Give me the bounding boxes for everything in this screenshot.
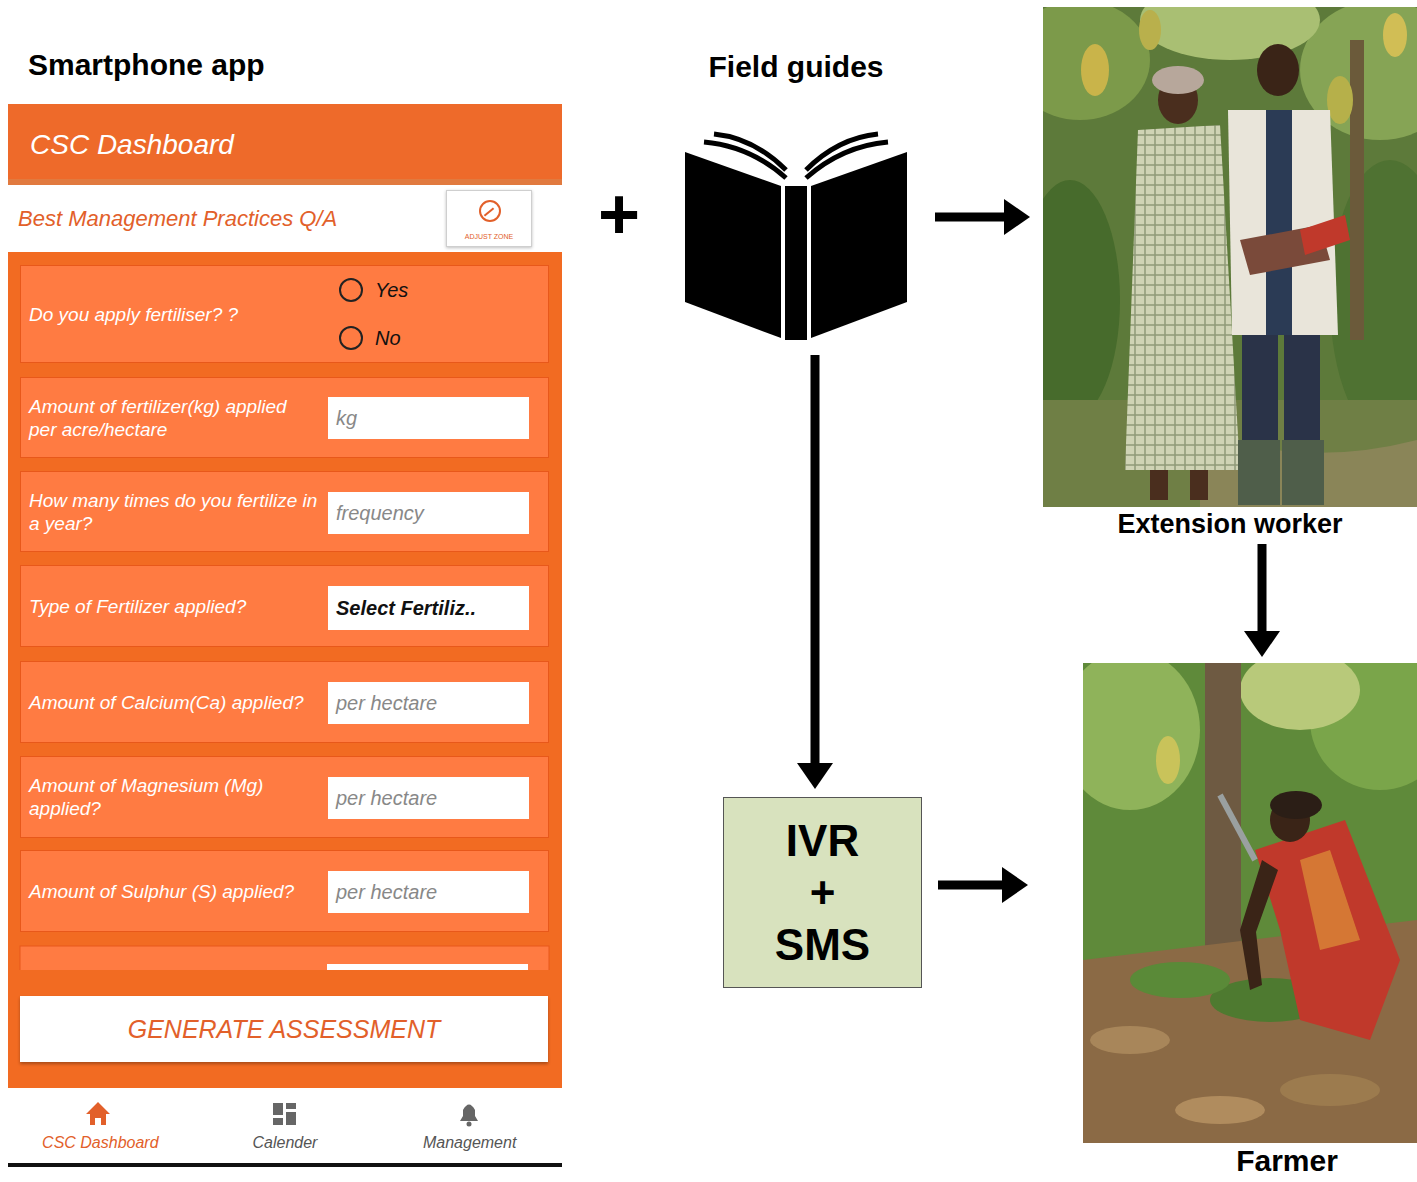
flow-arrow (1244, 544, 1280, 657)
arrow-shaft (938, 881, 1004, 890)
form-row: Amount of fertilizer(kg) applied per acr… (20, 377, 549, 458)
action-button: GENERATE ASSESSMENT (20, 996, 548, 1062)
select-text: Select Fertiliz.. (336, 596, 476, 620)
arrow-shaft (1258, 544, 1267, 633)
placeholder-text: per hectare (336, 880, 437, 904)
placeholder-text: kg (336, 406, 357, 430)
text-input: per hectare (328, 682, 529, 724)
question-text: Amount of Sulphur (S) applied? (29, 880, 319, 903)
form-row: How many times do you fertilize in a yea… (20, 471, 549, 552)
text-input: per hectare (328, 777, 529, 819)
placeholder-text: frequency (336, 501, 424, 525)
channel-box: IVR + SMS (723, 797, 922, 988)
arrow-head (1002, 867, 1028, 903)
app-title: CSC Dashboard (30, 129, 234, 161)
text-input: frequency (328, 492, 529, 534)
node-heading: Field guides (708, 50, 883, 84)
phone-screen: Smartphone appCSC DashboardBest Manageme… (8, 40, 562, 1168)
flow-arrow (797, 355, 833, 789)
app-header-bar: CSC Dashboard (8, 104, 562, 185)
panel-heading: Smartphone app (28, 48, 265, 82)
photo-panel: Extension worker (1043, 7, 1417, 540)
question-text: Do you apply fertiliser? ? (29, 303, 329, 326)
nav-bar: CSC Dashboard Calender Management (8, 1088, 562, 1165)
arrow-head (1244, 631, 1280, 657)
flow-arrow (938, 867, 1028, 903)
field-guide-node: Field guides (685, 50, 907, 345)
radio-option: Yes (339, 278, 408, 302)
text-input: per hectare (328, 871, 529, 913)
farmer-photo (1083, 663, 1417, 1143)
form-row: Do you apply fertiliser? ? YesNo (20, 265, 549, 363)
photo-caption: Farmer (1236, 1144, 1338, 1178)
question-text: Type of Fertilizer applied? (29, 595, 319, 618)
photo-panel: Farmer (1083, 663, 1417, 1180)
form-row: Amount of Calcium(Ca) applied? per hectar… (20, 661, 549, 743)
button-label: ADJUST ZONE (465, 232, 514, 241)
placeholder-text: per hectare (336, 691, 437, 715)
select-input: Select Fertiliz.. (328, 586, 529, 630)
box-label: IVR + SMS (773, 815, 873, 971)
nav-label: CSC Dashboard (42, 1133, 159, 1153)
phone-screenshot (8, 104, 562, 1167)
section-bar: Best Management Practices Q/A ADJUST ZONE (8, 185, 562, 252)
book-icon (685, 134, 907, 340)
radio-option: No (339, 326, 401, 350)
form-row: Type of Fertilizer applied? Select Fertil… (20, 565, 549, 647)
form-row: Amount of Sulphur (S) applied? per hectar… (20, 850, 549, 932)
section-title: Best Management Practices Q/A (18, 206, 337, 232)
placeholder-text: per hectare (336, 786, 437, 810)
nav-label: Calender (253, 1133, 318, 1153)
nav-label: Management (423, 1133, 516, 1153)
arrow-head (1004, 199, 1030, 235)
question-text: Amount of fertilizer(kg) applied per acr… (29, 395, 319, 441)
arrow-head (797, 763, 833, 789)
question-text: Amount of Calcium(Ca) applied? (29, 691, 319, 714)
arrow-shaft (811, 355, 820, 765)
question-text: Amount of Magnesium (Mg) applied? (29, 774, 319, 820)
text-input: kg (328, 397, 529, 439)
extension-worker-photo (1043, 7, 1417, 507)
question-text: How many times do you fertilize in a yea… (29, 489, 319, 535)
plus-sign: + (598, 178, 640, 250)
button-label: GENERATE ASSESSMENT (128, 1014, 441, 1044)
photo-caption: Extension worker (1117, 509, 1342, 540)
label-holder: + (598, 178, 640, 250)
zone-button: ADJUST ZONE (446, 190, 532, 247)
flow-arrow (935, 199, 1030, 235)
arrow-shaft (935, 213, 1006, 222)
form-row: Amount of Magnesium (Mg) applied? per hec… (20, 756, 549, 838)
